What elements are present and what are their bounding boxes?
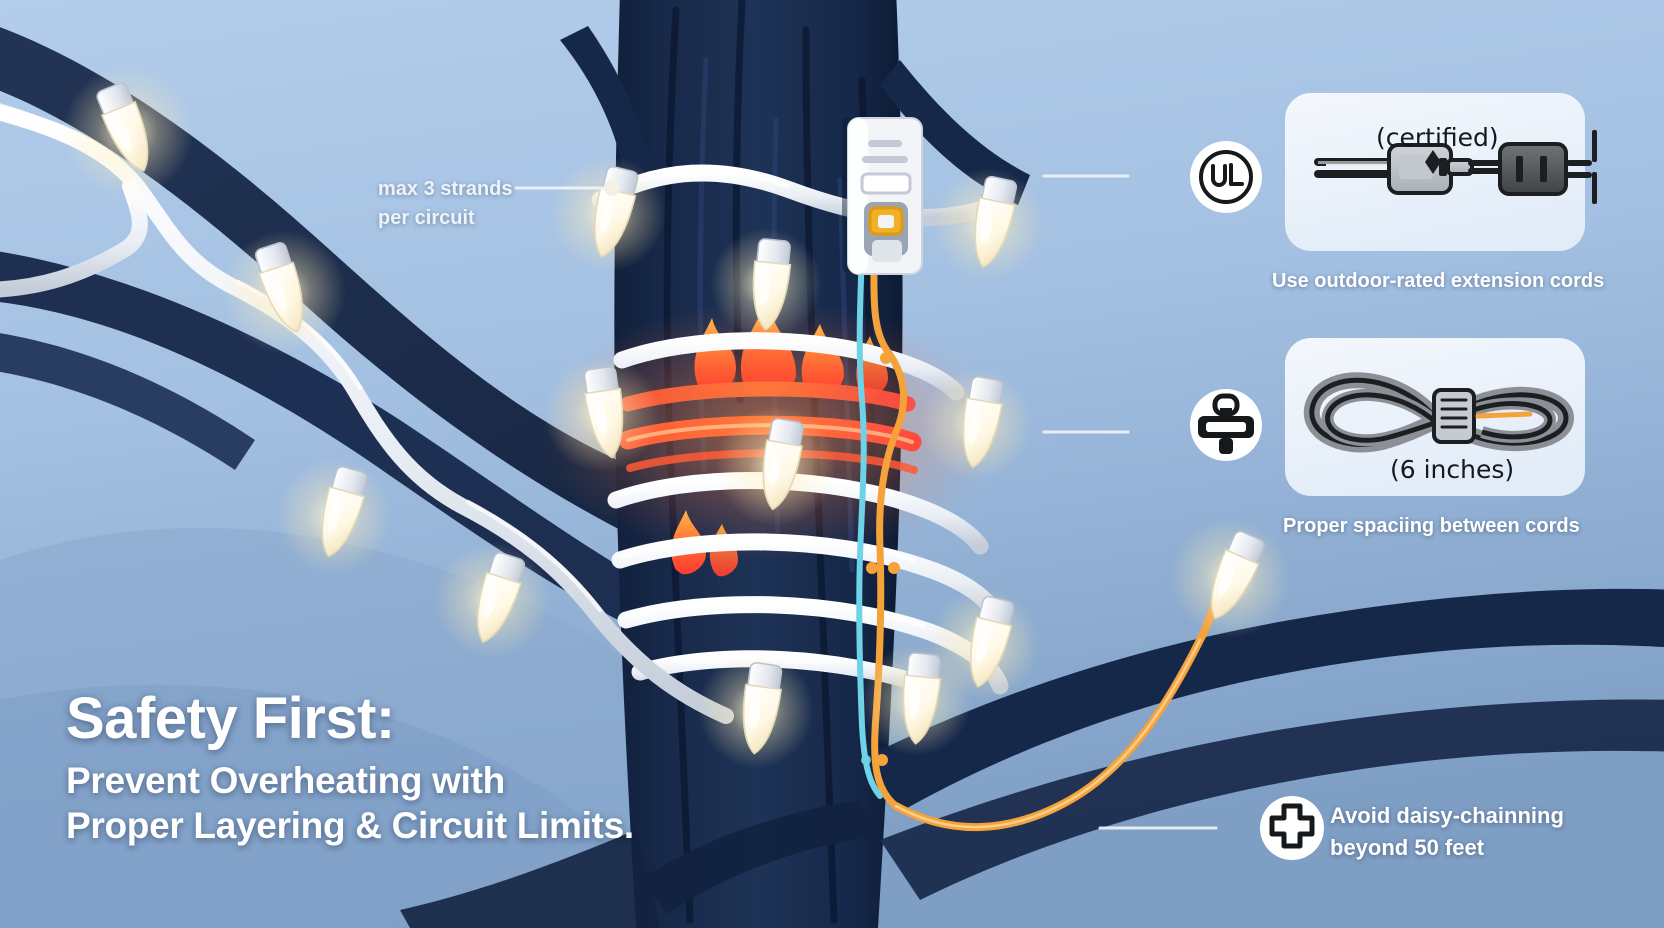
max-strands-annotation: max 3 strands per circuit — [378, 175, 608, 233]
callout-strands-line — [514, 180, 620, 196]
daisy-chain-line-2: beyond 50 feet — [1330, 834, 1485, 860]
inches-label: (6 inches) — [1390, 455, 1515, 484]
callout-lines-right — [1042, 174, 1218, 830]
daisy-chain-line-1: Avoid daisy-chainning — [1330, 803, 1564, 828]
outlet-box — [842, 117, 923, 275]
page-title: Safety First: — [66, 686, 395, 751]
title-block: Safety First: Prevent Overheating with P… — [66, 690, 706, 848]
extension-cord-card — [1285, 93, 1597, 251]
page-subtitle: Prevent Overheating with Proper Layering… — [66, 758, 706, 848]
extension-cord-caption: Use outdoor-rated extension cords — [1272, 270, 1605, 292]
plug-prongs-icon — [1190, 389, 1262, 461]
subtitle-line-1: Prevent Overheating with — [66, 760, 505, 801]
cord-spacing-caption: Proper spaciing between cords — [1283, 515, 1580, 537]
ul-listed-icon — [1190, 141, 1262, 213]
max-strands-line-2: per circuit — [378, 207, 475, 229]
subtitle-line-2: Proper Layering & Circuit Limits. — [66, 805, 634, 847]
cord-nodes — [861, 352, 900, 766]
certified-label: (certified) — [1376, 123, 1499, 152]
outlet-plug-icon — [1260, 796, 1324, 860]
max-strands-line-1: max 3 strands — [378, 178, 513, 200]
cord-spacing-card — [1285, 338, 1585, 496]
daisy-chain-annotation: Avoid daisy-chainning beyond 50 feet — [1330, 800, 1650, 864]
